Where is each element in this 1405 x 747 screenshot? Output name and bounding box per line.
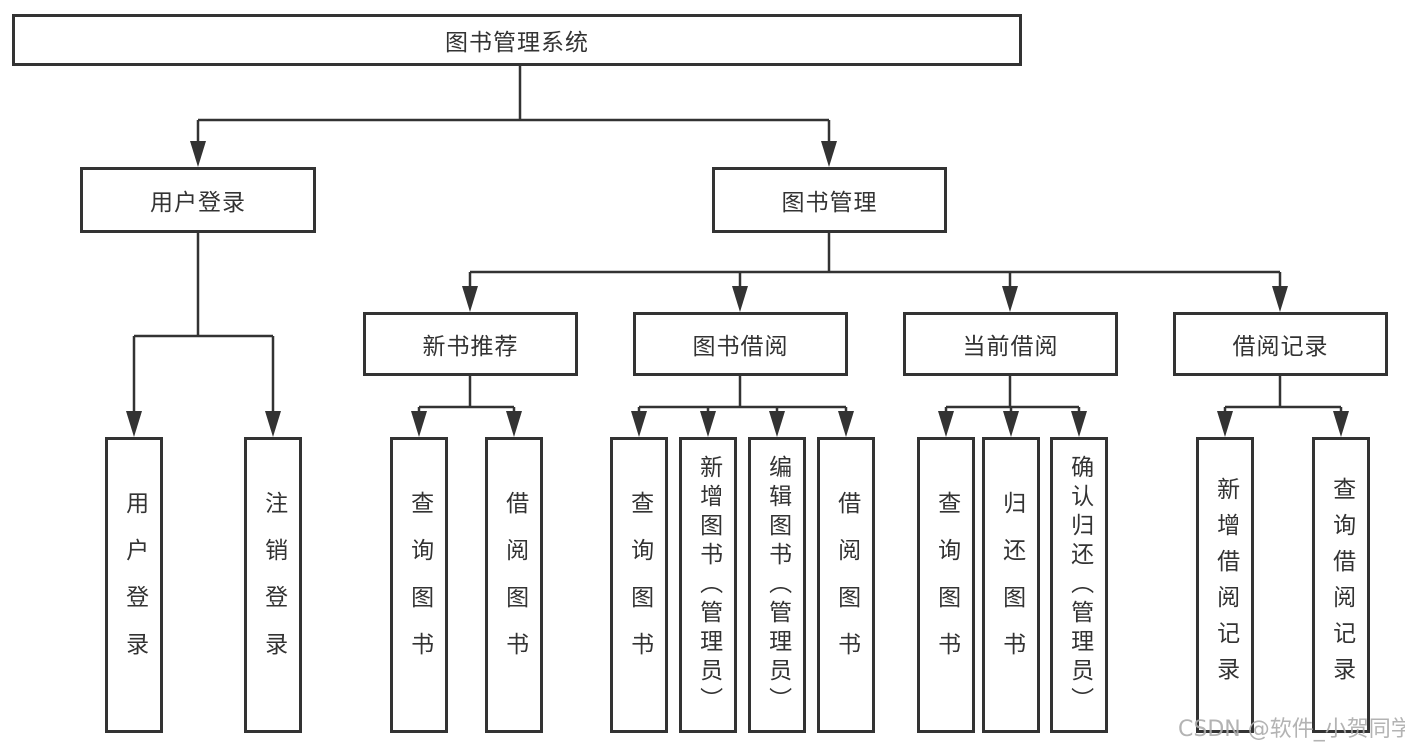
leaf-edit-books-admin: 编辑图书（管理员） — [748, 437, 806, 733]
node-root: 图书管理系统 — [12, 14, 1022, 66]
leaf-user-login-label: 用户登录 — [121, 491, 148, 679]
leaf-logout-label: 注销登录 — [260, 491, 287, 679]
leaf-confirm-return-admin: 确认归还（管理员） — [1050, 437, 1108, 733]
leaf-query-borrow-record-label: 查询借阅记录 — [1328, 477, 1355, 693]
leaf-add-books-admin-label: 新增图书（管理员） — [695, 454, 722, 716]
leaf-edit-books-admin-label: 编辑图书（管理员） — [764, 454, 791, 716]
leaf-add-borrow-record: 新增借阅记录 — [1196, 437, 1254, 733]
leaf-current-query-books-label: 查询图书 — [933, 491, 960, 679]
leaf-recommend-borrow-books-label: 借阅图书 — [501, 491, 528, 679]
connector-book-management — [462, 233, 1288, 312]
node-borrow-records-label: 借阅记录 — [1232, 334, 1329, 360]
node-new-book-recommend: 新书推荐 — [363, 312, 578, 376]
leaf-add-borrow-record-label: 新增借阅记录 — [1212, 477, 1239, 693]
leaf-borrow-query-books-label: 查询图书 — [626, 491, 653, 679]
node-user-login: 用户登录 — [80, 167, 316, 233]
node-book-borrow: 图书借阅 — [633, 312, 848, 376]
leaf-logout: 注销登录 — [244, 437, 302, 733]
node-book-borrow-label: 图书借阅 — [692, 334, 789, 360]
leaf-borrow-borrow-books: 借阅图书 — [817, 437, 875, 733]
connector-borrow-records — [1217, 376, 1349, 437]
connector-user-login — [126, 233, 281, 437]
node-new-book-recommend-label: 新书推荐 — [422, 334, 519, 360]
connector-root — [190, 66, 837, 167]
leaf-return-books: 归还图书 — [982, 437, 1040, 733]
leaf-recommend-query-books: 查询图书 — [390, 437, 448, 733]
node-root-label: 图书管理系统 — [445, 30, 589, 56]
leaf-recommend-query-books-label: 查询图书 — [406, 491, 433, 679]
node-user-login-label: 用户登录 — [150, 190, 246, 216]
leaf-query-borrow-record: 查询借阅记录 — [1312, 437, 1370, 733]
leaf-current-query-books: 查询图书 — [917, 437, 975, 733]
node-borrow-records: 借阅记录 — [1173, 312, 1388, 376]
leaf-borrow-borrow-books-label: 借阅图书 — [833, 491, 860, 679]
leaf-borrow-query-books: 查询图书 — [610, 437, 668, 733]
connector-book-borrow — [631, 376, 854, 437]
node-book-management-label: 图书管理 — [781, 190, 878, 216]
node-current-borrow: 当前借阅 — [903, 312, 1118, 376]
node-book-management: 图书管理 — [712, 167, 947, 233]
node-current-borrow-label: 当前借阅 — [962, 334, 1059, 360]
connector-current-borrow — [938, 376, 1087, 437]
leaf-recommend-borrow-books: 借阅图书 — [485, 437, 543, 733]
leaf-return-books-label: 归还图书 — [998, 491, 1025, 679]
leaf-confirm-return-admin-label: 确认归还（管理员） — [1066, 454, 1093, 716]
csdn-watermark: CSDN @软件_小贺同学 — [1178, 717, 1405, 742]
connector-new-book-recommend — [411, 376, 522, 437]
leaf-user-login: 用户登录 — [105, 437, 163, 733]
leaf-add-books-admin: 新增图书（管理员） — [679, 437, 737, 733]
